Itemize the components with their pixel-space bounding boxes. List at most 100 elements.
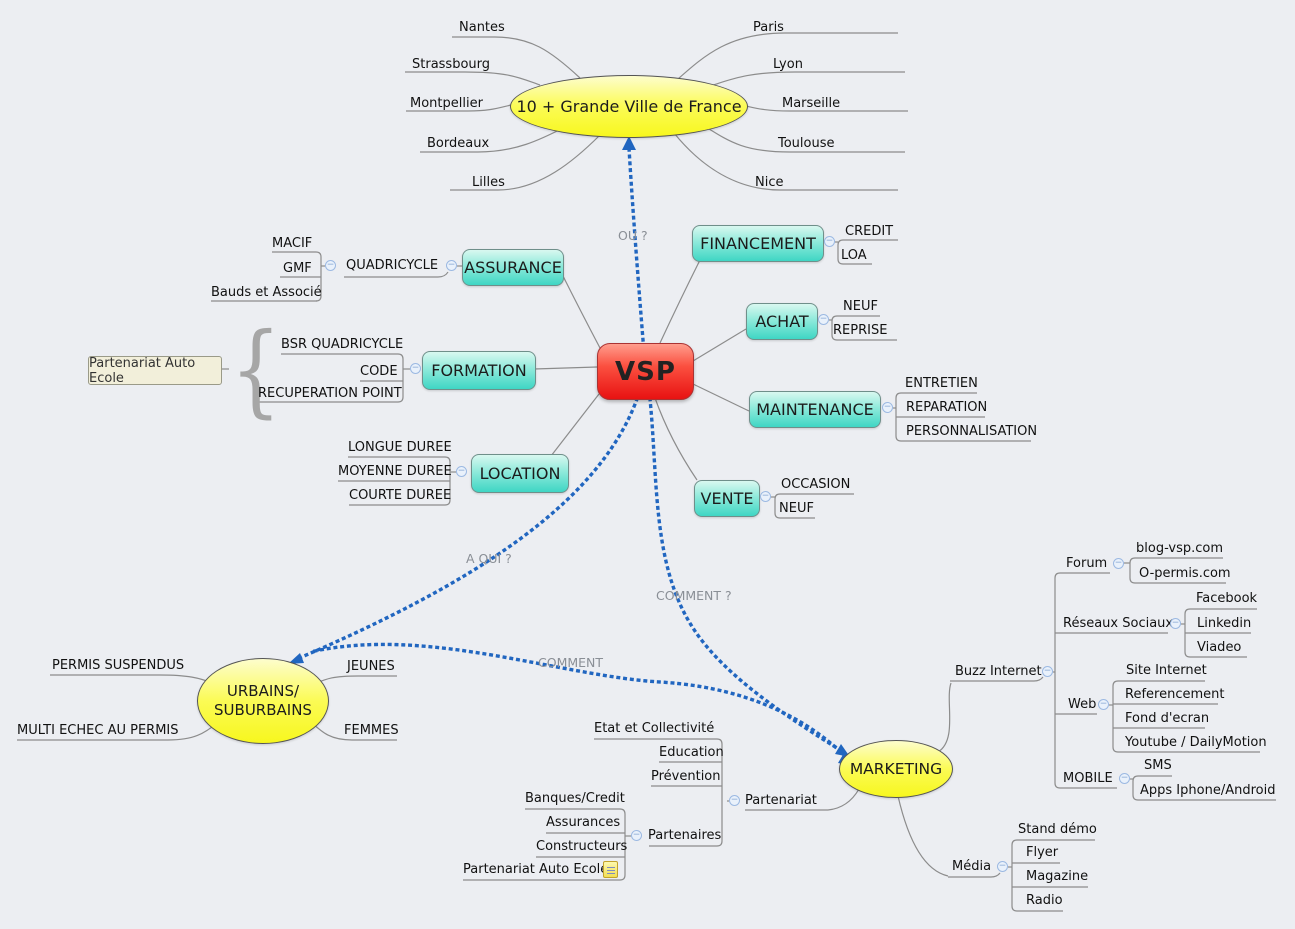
collapse-icon-buzz[interactable]: − bbox=[1042, 666, 1053, 677]
topic-code[interactable]: CODE bbox=[360, 364, 398, 379]
collapse-icon-mobile[interactable]: − bbox=[1119, 773, 1130, 784]
topic-lyon[interactable]: Lyon bbox=[773, 57, 803, 72]
callout-label: Partenariat Auto Ecole bbox=[89, 355, 196, 386]
topic-assurance[interactable]: ASSURANCE bbox=[462, 249, 564, 286]
topic-blog-vsp[interactable]: blog-vsp.com bbox=[1136, 541, 1224, 556]
callout-partenariat-auto-ecole[interactable]: Partenariat Auto Ecole bbox=[88, 355, 222, 386]
topic-magazine[interactable]: Magazine bbox=[1026, 869, 1089, 884]
topic-location[interactable]: LOCATION bbox=[471, 454, 569, 493]
topic-marseille[interactable]: Marseille bbox=[782, 96, 841, 111]
topic-stand-demo[interactable]: Stand démo bbox=[1018, 822, 1097, 837]
topic-assurance-label: ASSURANCE bbox=[464, 258, 562, 277]
topic-personnalisation[interactable]: PERSONNALISATION bbox=[906, 424, 1038, 439]
topic-marketing[interactable]: MARKETING bbox=[839, 740, 953, 798]
topic-nantes[interactable]: Nantes bbox=[459, 20, 505, 35]
topic-permis-suspendus[interactable]: PERMIS SUSPENDUS bbox=[52, 658, 185, 673]
topic-lilles[interactable]: Lilles bbox=[472, 175, 505, 190]
topic-fond-ecran[interactable]: Fond d'ecran bbox=[1125, 711, 1210, 726]
collapse-icon-reseaux[interactable]: − bbox=[1170, 618, 1181, 629]
topic-site-internet[interactable]: Site Internet bbox=[1126, 663, 1207, 678]
relation-label-a-qui[interactable]: A QUI ? bbox=[466, 551, 512, 566]
topic-constructeurs[interactable]: Constructeurs bbox=[536, 839, 628, 854]
relation-label-comment-q[interactable]: COMMENT ? bbox=[656, 588, 732, 603]
topic-bordeaux[interactable]: Bordeaux bbox=[427, 136, 490, 151]
topic-youtube-dailymotion[interactable]: Youtube / DailyMotion bbox=[1125, 735, 1267, 750]
topic-grande-ville[interactable]: 10 + Grande Ville de France bbox=[510, 75, 748, 138]
topic-recuperation-point[interactable]: RECUPERATION POINT bbox=[258, 386, 402, 401]
topic-moyenne-duree[interactable]: MOYENNE DUREE bbox=[338, 464, 452, 479]
topic-flyer[interactable]: Flyer bbox=[1026, 845, 1059, 860]
collapse-icon-quadricycle-children[interactable]: − bbox=[325, 260, 336, 271]
topic-mobile[interactable]: MOBILE bbox=[1063, 771, 1113, 786]
central-topic-vsp[interactable]: VSP bbox=[597, 343, 694, 400]
topic-bsr-quadricycle[interactable]: BSR QUADRICYCLE bbox=[281, 337, 404, 352]
topic-radio[interactable]: Radio bbox=[1026, 893, 1063, 908]
topic-forum[interactable]: Forum bbox=[1066, 556, 1108, 571]
collapse-icon-web[interactable]: − bbox=[1098, 699, 1109, 710]
topic-occasion[interactable]: OCCASION bbox=[781, 477, 851, 492]
note-icon[interactable] bbox=[603, 861, 618, 878]
topic-linkedin[interactable]: Linkedin bbox=[1197, 616, 1252, 631]
topic-partenariat[interactable]: Partenariat bbox=[745, 793, 817, 808]
topic-toulouse[interactable]: Toulouse bbox=[778, 136, 835, 151]
topic-buzz-internet[interactable]: Buzz Internet bbox=[955, 664, 1042, 679]
topic-longue-duree[interactable]: LONGUE DUREE bbox=[348, 440, 452, 455]
topic-loa[interactable]: LOA bbox=[841, 248, 867, 263]
topic-macif[interactable]: MACIF bbox=[272, 236, 313, 251]
topic-bauds[interactable]: Bauds et Associé bbox=[211, 285, 322, 300]
collapse-icon-vente[interactable]: − bbox=[760, 491, 771, 502]
relation-label-comment[interactable]: COMMENT bbox=[538, 655, 604, 670]
collapse-icon-financement[interactable]: − bbox=[824, 236, 835, 247]
topic-referencement[interactable]: Referencement bbox=[1125, 687, 1225, 702]
collapse-icon-location[interactable]: − bbox=[456, 466, 467, 477]
topic-urbains-suburbains[interactable]: URBAINS/ SUBURBAINS bbox=[197, 658, 329, 744]
topic-nice[interactable]: Nice bbox=[755, 175, 784, 190]
collapse-icon-maintenance[interactable]: − bbox=[882, 402, 893, 413]
topic-banques-credit[interactable]: Banques/Credit bbox=[525, 791, 625, 806]
topic-achat[interactable]: ACHAT bbox=[746, 303, 818, 340]
topic-o-permis[interactable]: O-permis.com bbox=[1139, 566, 1231, 581]
topic-partenariat-auto-ecole[interactable]: Partenariat Auto Ecole bbox=[463, 862, 609, 877]
topic-viadeo[interactable]: Viadeo bbox=[1197, 640, 1242, 655]
collapse-icon-partenaires[interactable]: − bbox=[631, 830, 642, 841]
topic-maintenance[interactable]: MAINTENANCE bbox=[749, 391, 881, 428]
topic-formation[interactable]: FORMATION bbox=[422, 351, 536, 390]
topic-credit[interactable]: CREDIT bbox=[845, 224, 894, 239]
collapse-icon-media[interactable]: − bbox=[997, 861, 1008, 872]
topic-financement[interactable]: FINANCEMENT bbox=[692, 225, 824, 262]
topic-reprise[interactable]: REPRISE bbox=[833, 323, 888, 338]
topic-assurances[interactable]: Assurances bbox=[546, 815, 621, 830]
collapse-icon-forum[interactable]: − bbox=[1113, 558, 1124, 569]
topic-courte-duree[interactable]: COURTE DUREE bbox=[349, 488, 452, 503]
collapse-icon-achat[interactable]: − bbox=[818, 314, 829, 325]
topic-entretien[interactable]: ENTRETIEN bbox=[905, 376, 978, 391]
urbains-line1: URBAINS/ bbox=[226, 682, 300, 700]
topic-etat-collectivite[interactable]: Etat et Collectivité bbox=[594, 721, 715, 736]
topic-facebook[interactable]: Facebook bbox=[1196, 591, 1258, 606]
topic-education[interactable]: Education bbox=[659, 745, 724, 760]
topic-prevention[interactable]: Prévention bbox=[651, 769, 721, 784]
topic-reparation[interactable]: REPARATION bbox=[906, 400, 988, 415]
topic-media[interactable]: Média bbox=[952, 859, 992, 874]
topic-sms[interactable]: SMS bbox=[1144, 758, 1172, 773]
topic-apps-iphone-android[interactable]: Apps Iphone/Android bbox=[1140, 783, 1276, 798]
topic-multi-echec[interactable]: MULTI ECHEC AU PERMIS bbox=[17, 723, 179, 738]
topic-quadricycle[interactable]: QUADRICYCLE bbox=[346, 258, 439, 273]
collapse-icon-quadricycle[interactable]: − bbox=[446, 260, 457, 271]
topic-montpellier[interactable]: Montpellier bbox=[410, 96, 483, 111]
topic-strassbourg[interactable]: Strassbourg bbox=[412, 57, 491, 72]
topic-gmf[interactable]: GMF bbox=[283, 261, 312, 276]
topic-reseaux-sociaux[interactable]: Réseaux Sociaux bbox=[1063, 616, 1174, 631]
topic-achat-neuf[interactable]: NEUF bbox=[843, 299, 878, 314]
collapse-icon-formation[interactable]: − bbox=[410, 363, 421, 374]
topic-vente-neuf[interactable]: NEUF bbox=[779, 501, 814, 516]
relation-label-ou[interactable]: OU ? bbox=[618, 228, 648, 243]
topic-vente[interactable]: VENTE bbox=[694, 480, 760, 517]
topic-partenaires[interactable]: Partenaires bbox=[648, 828, 722, 843]
topic-jeunes[interactable]: JEUNES bbox=[347, 659, 395, 674]
collapse-icon-partenariat[interactable]: − bbox=[729, 795, 740, 806]
topic-femmes[interactable]: FEMMES bbox=[344, 723, 399, 738]
topic-paris[interactable]: Paris bbox=[753, 20, 784, 35]
topic-web[interactable]: Web bbox=[1068, 697, 1097, 712]
topic-formation-label: FORMATION bbox=[431, 361, 527, 380]
